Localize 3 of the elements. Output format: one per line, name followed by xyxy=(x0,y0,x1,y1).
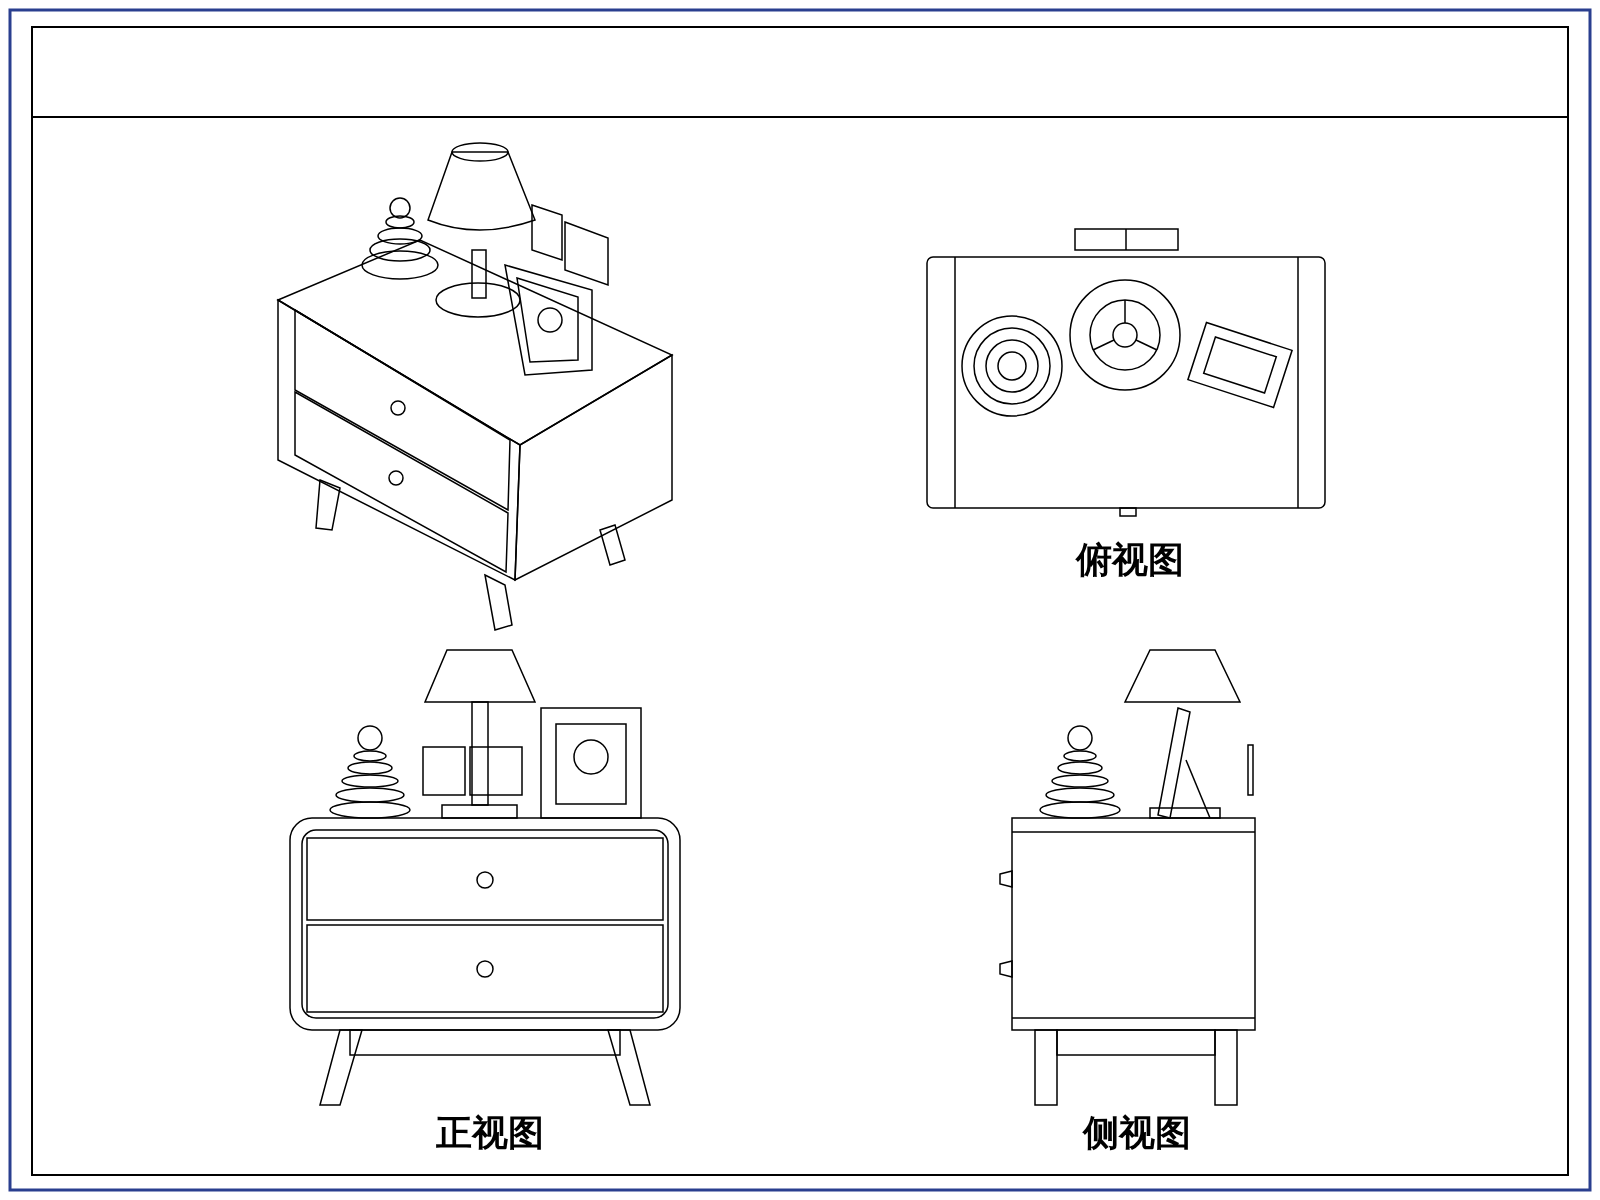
view-caption: 正视图 xyxy=(436,1115,544,1151)
view-caption: 侧视图 xyxy=(1083,1115,1191,1151)
view-caption: 俯视图 xyxy=(1076,542,1184,578)
